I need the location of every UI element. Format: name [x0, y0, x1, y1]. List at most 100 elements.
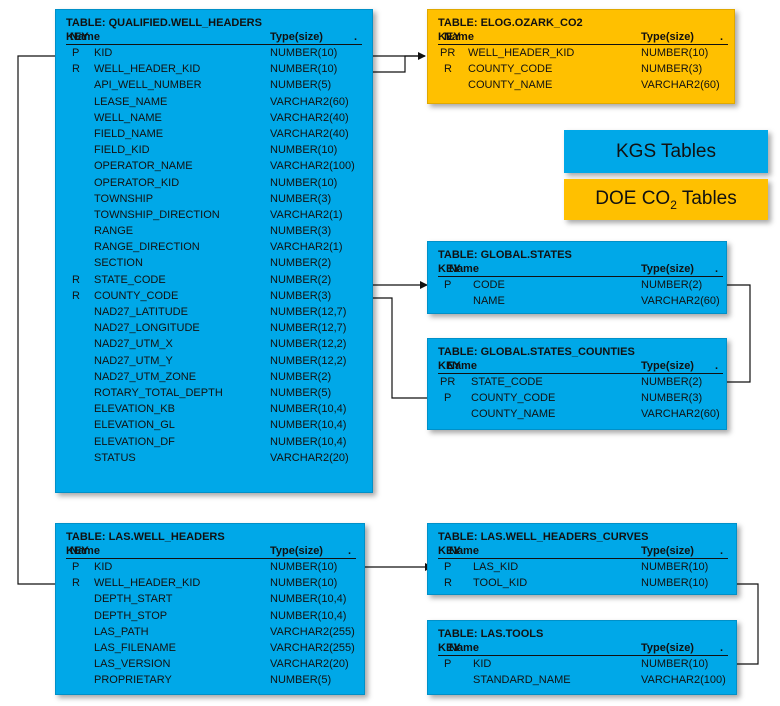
column-name: ELEVATION_GL — [94, 419, 175, 432]
column-type: NUMBER(5) — [270, 674, 332, 687]
column-type: NUMBER(3) — [641, 392, 703, 405]
connector-kid-las — [17, 55, 63, 588]
column-row: R COUNTY_CODE NUMBER(3) — [438, 61, 726, 77]
column-key: P — [444, 561, 452, 573]
header-type: Type(size) — [641, 360, 694, 372]
header-underline — [438, 655, 728, 656]
column-type: VARCHAR2(60) — [641, 408, 720, 421]
header-underline — [438, 558, 728, 559]
column-type: VARCHAR2(40) — [270, 127, 349, 140]
table-title: TABLE: ELOG.OZARK_CO2 — [438, 17, 583, 29]
column-name: NAD27_UTM_ZONE — [94, 370, 197, 383]
column-key: R — [72, 289, 80, 302]
column-type: VARCHAR2(20) — [270, 658, 349, 671]
header-key: KEY — [438, 263, 461, 275]
column-name: COUNTY_CODE — [468, 63, 553, 76]
header-name: Name — [449, 642, 479, 654]
legend-doe-label: DOE CO2 Tables — [595, 188, 737, 212]
column-name: NAD27_UTM_X — [94, 338, 173, 351]
header-type: Type(size) — [641, 263, 694, 275]
legend-kgs-label: KGS Tables — [616, 140, 716, 162]
header-dot: . — [720, 31, 724, 43]
column-name: STATUS — [94, 451, 136, 464]
column-type: NUMBER(10) — [641, 577, 709, 590]
column-type: NUMBER(10,4) — [270, 403, 347, 416]
column-name: KID — [94, 47, 113, 59]
header-key: KEY — [438, 642, 461, 654]
column-row: NAME VARCHAR2(60) — [438, 293, 720, 309]
column-name: KID — [473, 658, 492, 670]
column-name: NAD27_UTM_Y — [94, 354, 173, 367]
column-name: LAS_PATH — [94, 625, 149, 638]
column-type: NUMBER(2) — [641, 376, 703, 388]
column-name: SECTION — [94, 257, 143, 270]
column-name: KID — [94, 561, 113, 573]
column-type: NUMBER(12,2) — [270, 354, 347, 367]
header-underline — [66, 44, 362, 45]
column-type: VARCHAR2(60) — [641, 295, 720, 308]
table-title: TABLE: LAS.WELL_HEADERS_CURVES — [438, 531, 649, 543]
column-name: ELEVATION_DF — [94, 435, 175, 448]
column-name: COUNTY_CODE — [94, 289, 179, 302]
column-key: PR — [440, 47, 456, 59]
column-type: NUMBER(10) — [641, 561, 709, 573]
legend-kgs-tables: KGS Tables — [564, 130, 768, 173]
header-type: Type(size) — [641, 31, 694, 43]
column-name: RANGE — [94, 225, 134, 238]
column-name: NAME — [473, 295, 505, 308]
header-name: Name — [449, 545, 479, 557]
column-type: NUMBER(10) — [641, 47, 709, 59]
column-row: TOWNSHIP NUMBER(3) — [66, 191, 364, 207]
column-type: VARCHAR2(255) — [270, 641, 355, 654]
column-type: NUMBER(12,2) — [270, 338, 347, 351]
column-type: NUMBER(10) — [270, 577, 338, 590]
column-name: NAD27_LONGITUDE — [94, 322, 200, 335]
column-type: VARCHAR2(40) — [270, 111, 349, 124]
column-key: R — [444, 63, 452, 76]
column-type: NUMBER(3) — [641, 63, 703, 76]
column-type: NUMBER(5) — [270, 386, 332, 399]
table-title: TABLE: LAS.WELL_HEADERS — [66, 531, 225, 543]
column-name: TOWNSHIP — [94, 192, 154, 205]
column-type: NUMBER(2) — [641, 279, 703, 291]
column-name: TOOL_KID — [473, 577, 528, 590]
column-row: NAD27_UTM_Y NUMBER(12,2) — [66, 353, 364, 369]
column-type: VARCHAR2(1) — [270, 208, 343, 221]
column-name: CODE — [473, 279, 505, 291]
column-name: WELL_HEADER_KID — [468, 47, 575, 59]
column-type: NUMBER(5) — [270, 79, 332, 92]
column-row: R COUNTY_CODE NUMBER(3) — [66, 288, 364, 304]
column-name: LAS_VERSION — [94, 658, 171, 671]
table-title: TABLE: GLOBAL.STATES_COUNTIES — [438, 346, 635, 358]
column-name: WELL_HEADER_KID — [94, 577, 201, 590]
header-dot: . — [720, 545, 724, 557]
legend-doe-subscript: 2 — [670, 197, 677, 212]
column-type: NUMBER(3) — [270, 289, 332, 302]
column-key: R — [72, 577, 80, 590]
column-name: DEPTH_STOP — [94, 609, 168, 622]
column-type: NUMBER(3) — [270, 192, 332, 205]
